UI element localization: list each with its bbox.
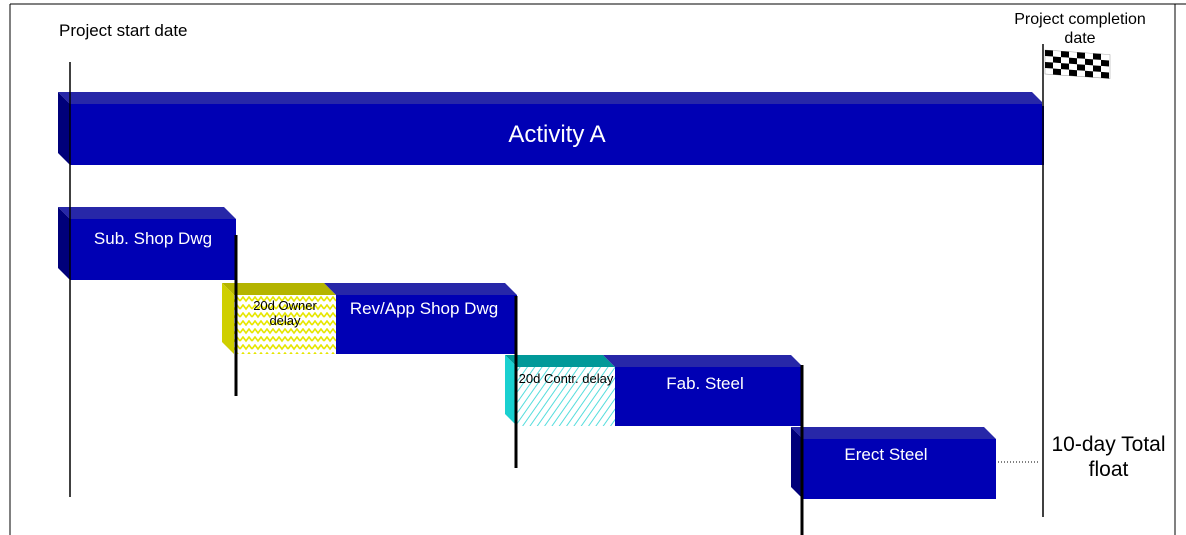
owner-delay-label: 20d Owner delay (253, 298, 317, 328)
sub-shop-dwg-label: Sub. Shop Dwg (93, 229, 213, 248)
fab-steel-bar (603, 355, 803, 426)
contractor-delay-label: 20d Contr. delay (518, 371, 614, 386)
total-float-label: 10-day Total float (1051, 433, 1166, 481)
contractor-delay-block (505, 355, 615, 426)
activity-a-bar (58, 92, 1044, 165)
checkered-flag-icon (1042, 44, 1111, 106)
rev-app-shop-dwg-label: Rev/App Shop Dwg (349, 299, 499, 318)
rev-app-shop-dwg-bar (324, 283, 517, 354)
erect-steel-bar (791, 427, 996, 499)
erect-steel-label: Erect Steel (844, 445, 928, 464)
sub-shop-dwg-bar (58, 207, 236, 280)
fab-steel-label: Fab. Steel (666, 374, 744, 393)
activity-a-label: Activity A (508, 121, 606, 148)
owner-delay-block (222, 283, 336, 354)
project-completion-label: Project completion date (1014, 11, 1146, 47)
project-start-label: Project start date (59, 21, 188, 40)
